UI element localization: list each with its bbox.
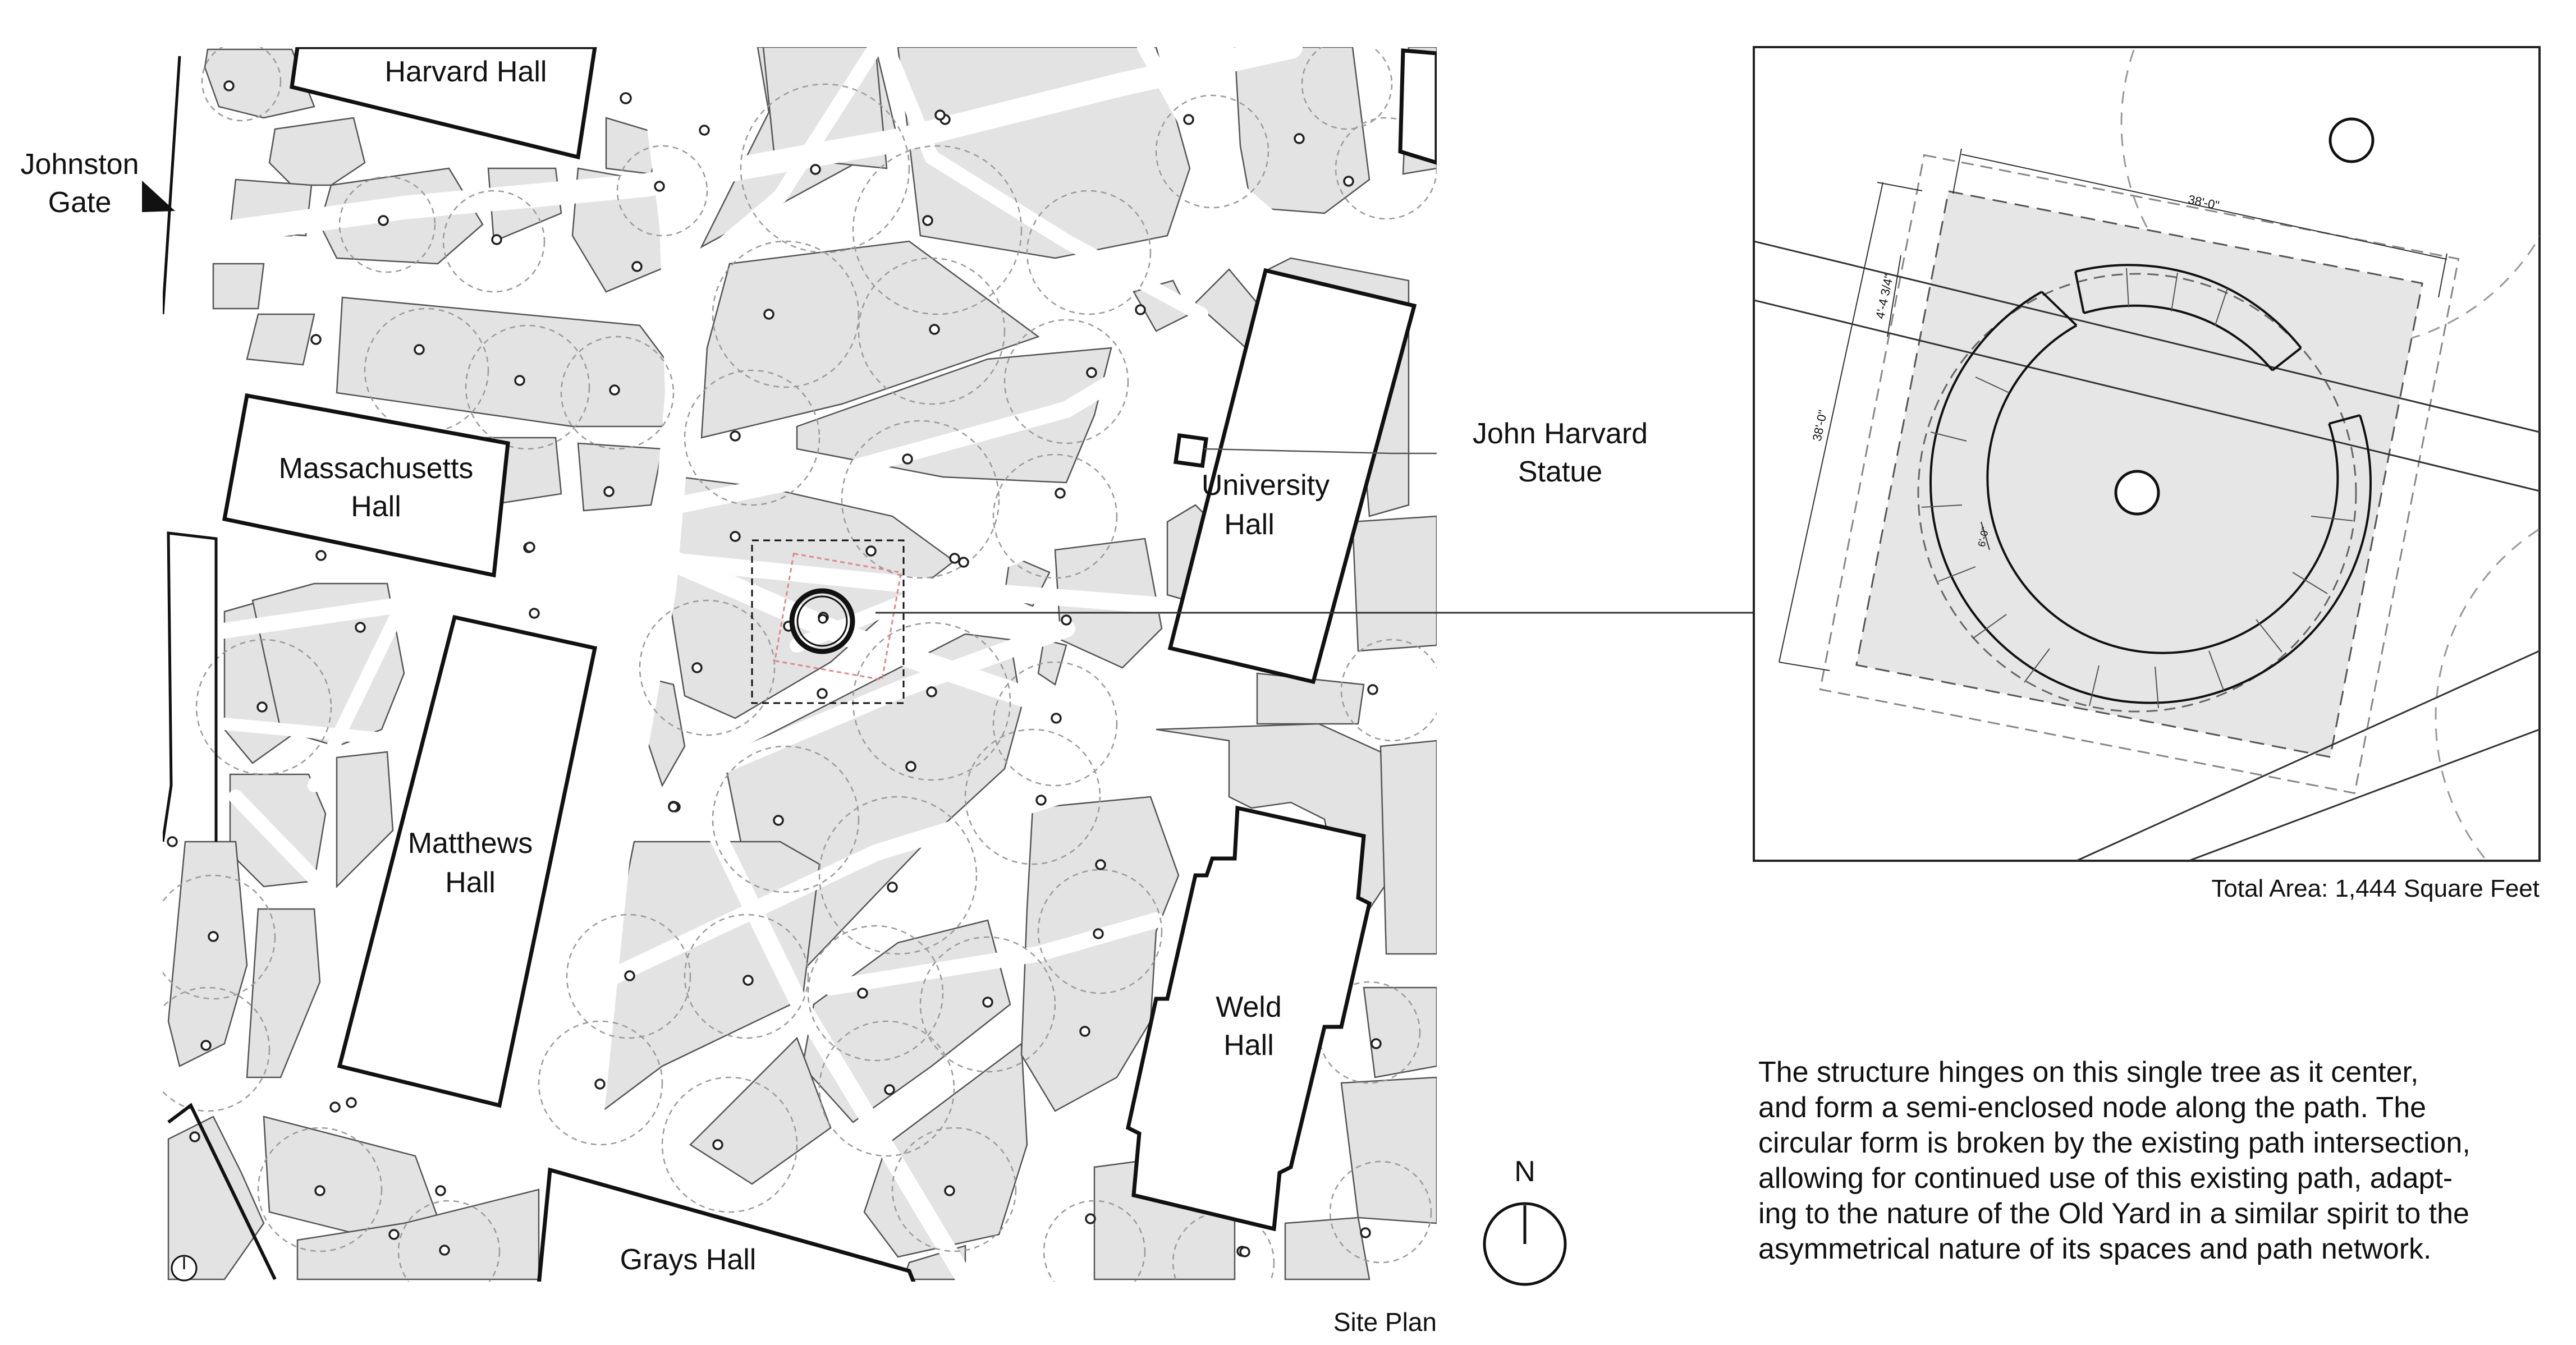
north-arrow-icon xyxy=(1483,1202,1567,1286)
statue-label-line2: Statue xyxy=(1518,456,1602,488)
massachusetts-hall-label: Massachusetts xyxy=(279,452,474,485)
weld-hall-label: Weld xyxy=(1216,991,1282,1023)
harvard-hall-building xyxy=(290,47,597,160)
john-harvard-statue-marker xyxy=(1173,433,1209,469)
tree-canopies xyxy=(163,47,1437,1282)
path-edge-lower xyxy=(1754,299,2540,492)
neighbor-tree-trunk xyxy=(2329,117,2375,163)
detail-plan: 38'-0" 38'-0" 4'-4 3/4" 6'-0" xyxy=(1753,46,2541,862)
description-line: circular form is broken by the existing … xyxy=(1758,1127,2470,1159)
description-line: asymmetrical nature of its spaces and pa… xyxy=(1758,1233,2432,1265)
massachusetts-hall-label-line2: Hall xyxy=(351,490,401,523)
yard-fence-lower xyxy=(163,531,218,842)
johnston-gate-label: Johnston xyxy=(20,148,139,181)
center-tree-trunk-detail xyxy=(2114,470,2160,516)
tree-trunks xyxy=(167,80,1382,1257)
university-hall-building xyxy=(1167,268,1417,685)
johnston-gate-label-line2: Gate xyxy=(48,186,112,219)
bench-inner-edge xyxy=(1986,324,2339,654)
structure-ring xyxy=(789,588,855,654)
matthews-hall-label: Matthews xyxy=(408,827,533,860)
buildings xyxy=(222,47,1437,1282)
fence-southwest xyxy=(167,1103,277,1280)
weld-hall-label-line2: Hall xyxy=(1223,1029,1274,1062)
path-edge-southeast xyxy=(2076,650,2540,861)
description-line: allowing for continued use of this exist… xyxy=(1758,1162,2453,1195)
matthews-hall-building xyxy=(337,614,598,1108)
path-edge-upper xyxy=(1754,240,2540,433)
center-tree-canopy xyxy=(1917,273,2357,713)
massachusetts-hall-building xyxy=(222,393,510,578)
total-area-label: Total Area: 1,444 Square Feet xyxy=(2211,875,2540,902)
structure-footprint xyxy=(773,552,902,681)
description-line: The structure hinges on this single tree… xyxy=(1758,1056,2419,1089)
description-line: and form a semi-enclosed node along the … xyxy=(1758,1091,2427,1124)
site-structure xyxy=(751,539,905,704)
weld-hall-building xyxy=(1126,805,1372,1232)
statue-leader-line xyxy=(1204,448,1437,455)
site-plan-caption: Site Plan xyxy=(1333,1307,1437,1337)
grays-hall-building xyxy=(537,1167,916,1282)
harvard-hall-label: Harvard Hall xyxy=(385,56,547,88)
dimension-lines xyxy=(1779,148,2447,671)
bench-segment-top xyxy=(2075,264,2302,349)
university-hall-label: University xyxy=(1202,469,1330,502)
description-line: ing to the nature of the Old Yard in a s… xyxy=(1758,1197,2469,1230)
bench-segment-joints xyxy=(1921,268,2353,709)
matthews-hall-label-line2: Hall xyxy=(445,866,496,899)
university-hall-label-line2: Hall xyxy=(1224,508,1275,541)
gate-arrow-icon xyxy=(142,181,175,212)
holden-chapel-building xyxy=(1398,48,1437,165)
description-text: The structure hinges on this single tree… xyxy=(1758,1055,2566,1267)
grays-hall-label: Grays Hall xyxy=(620,1243,757,1276)
statue-label: John Harvard xyxy=(1473,417,1648,450)
center-tree-trunk xyxy=(818,614,828,624)
site-plan: Harvard Hall Massachusetts Hall Matthews… xyxy=(163,47,1437,1282)
north-label: N xyxy=(1514,1155,1535,1188)
bench-outer-edge xyxy=(1929,291,2372,704)
yard-fence-left xyxy=(163,56,181,315)
